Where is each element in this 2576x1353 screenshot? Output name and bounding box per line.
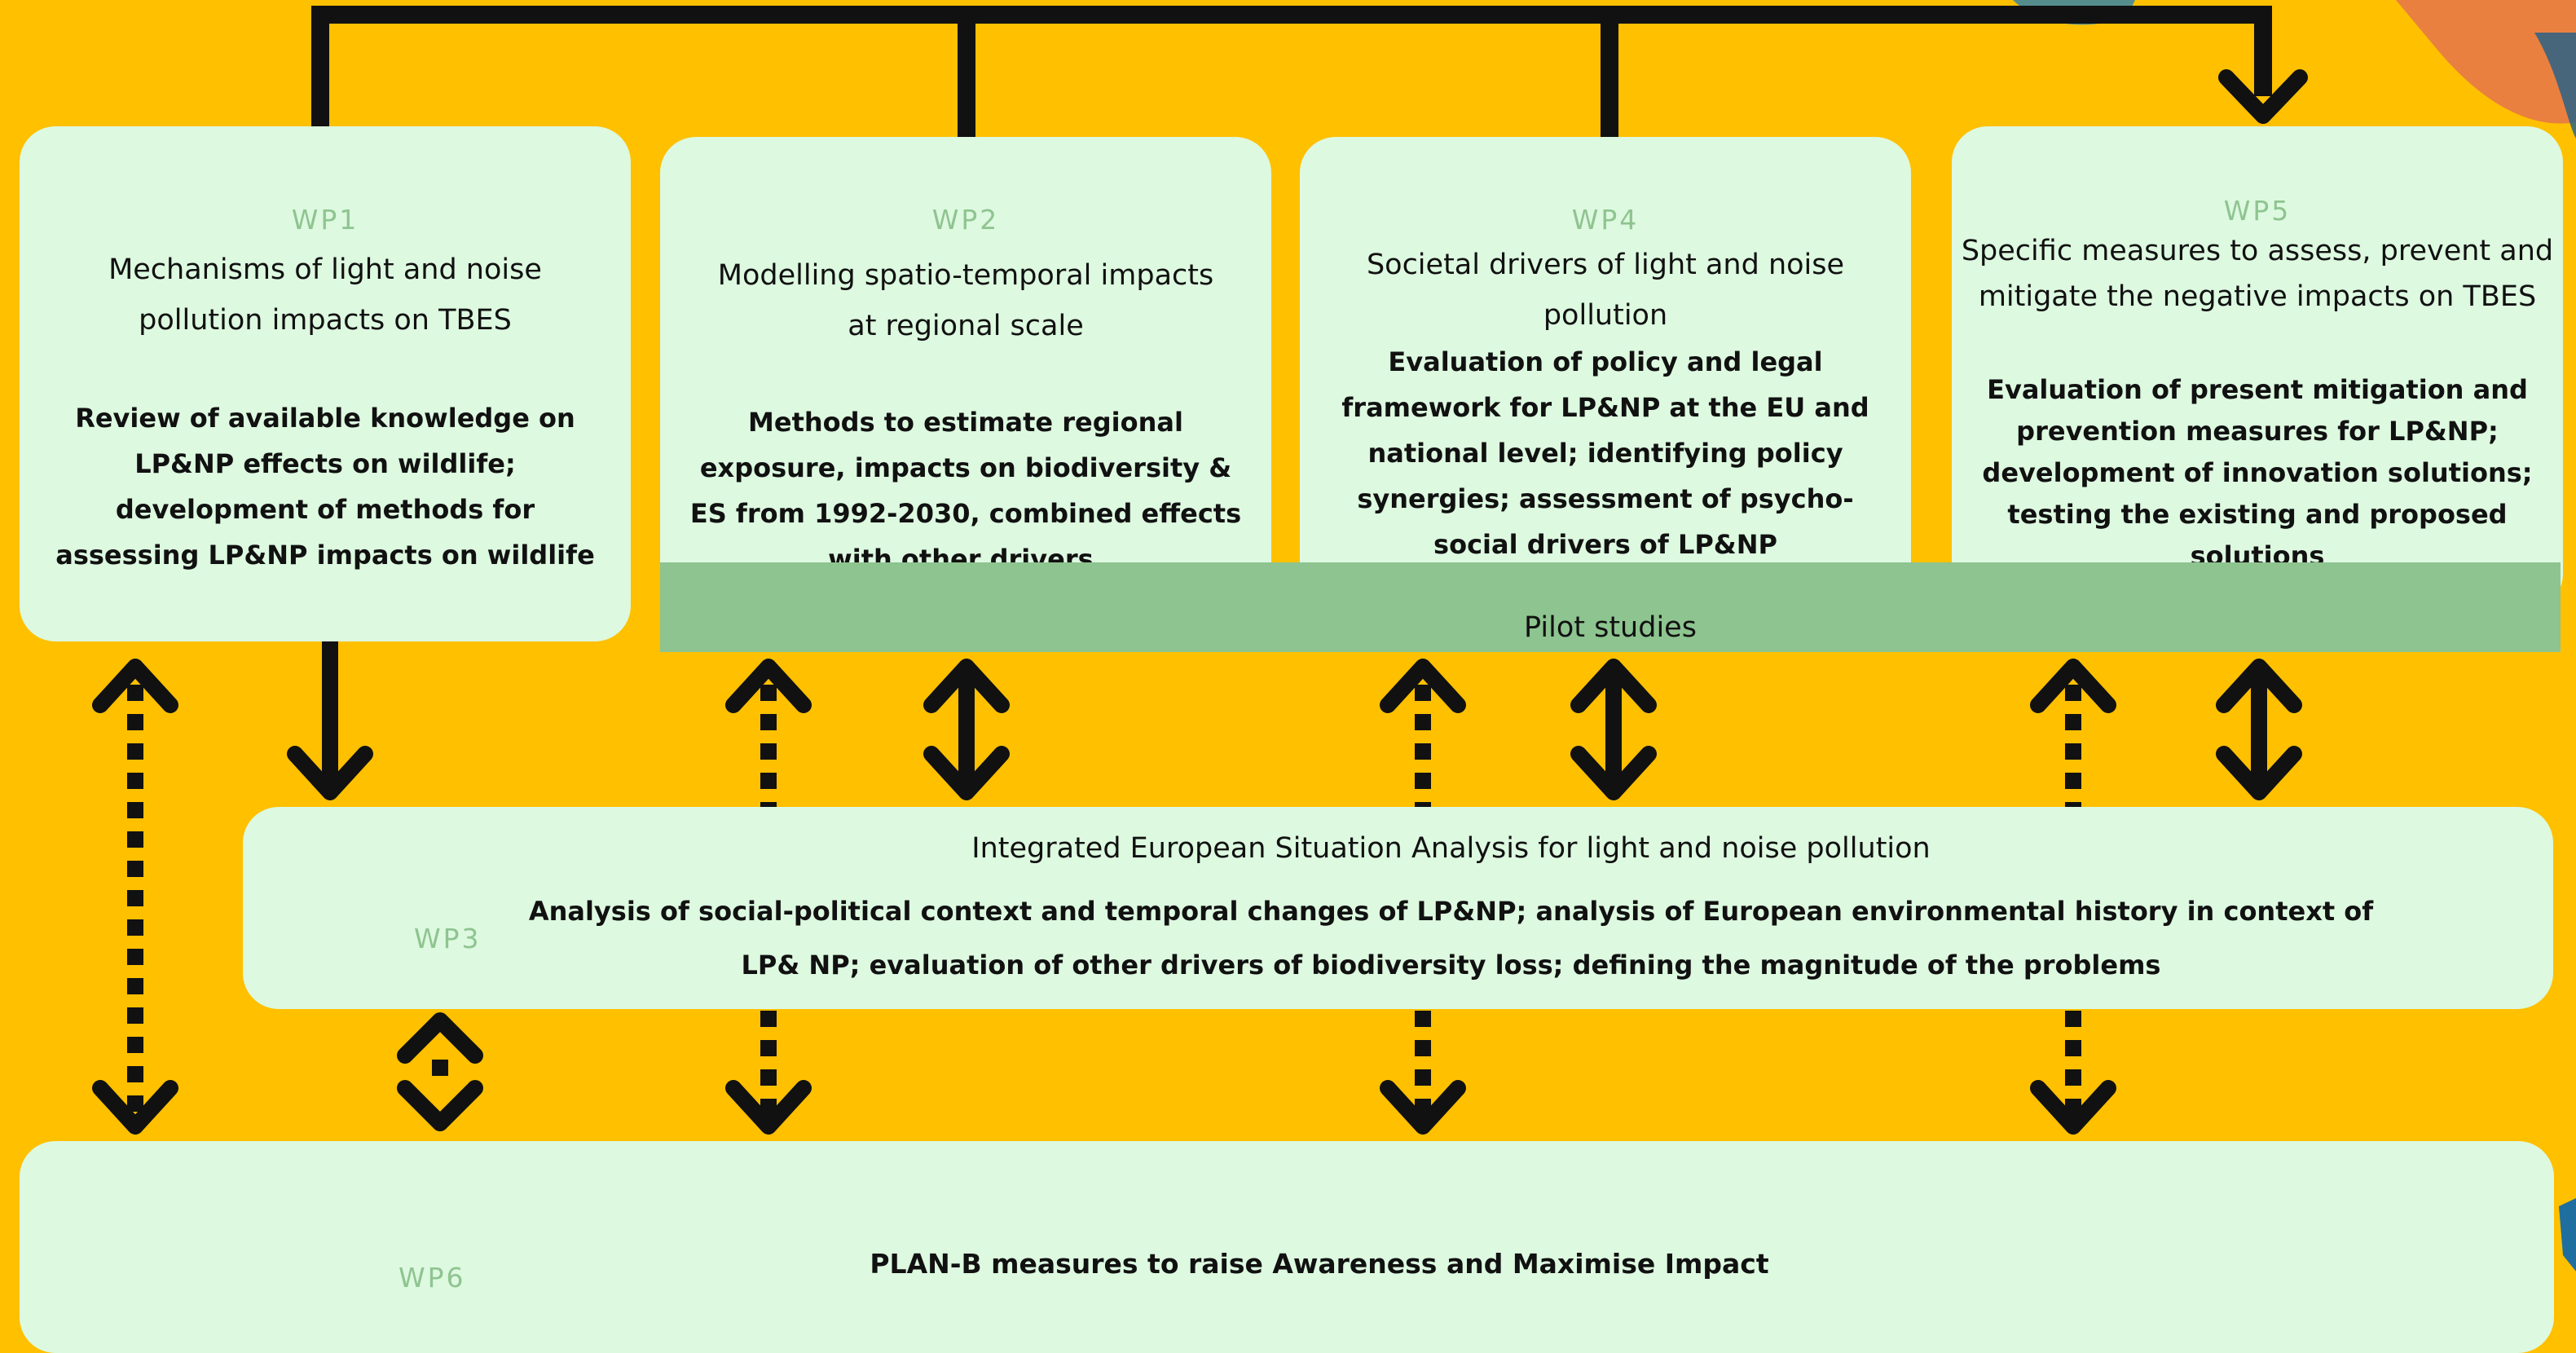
pilot-studies-label: Pilot studies [1524, 611, 1697, 644]
pilot-studies-bar: Pilot studies [660, 562, 2561, 652]
arrowhead-up-wp1-dotted [92, 659, 178, 713]
arrowhead-wp5 [2218, 69, 2308, 124]
wp5-title: Specific measures to assess, prevent and… [1961, 235, 2554, 313]
wp2-box: WP2 Modelling spatio-temporal impacts at… [660, 137, 1271, 610]
arrowhead-wp1-wp3 [287, 746, 373, 800]
wp6-box: WP6 PLAN-B measures to raise Awareness a… [20, 1141, 2554, 1353]
arrowhead-down-wp4-dotted [1380, 1080, 1466, 1135]
wp5-box: WP5 Specific measures to assess, prevent… [1952, 126, 2563, 610]
wp3-box: WP3 Integrated European Situation Analys… [243, 807, 2553, 1009]
wp2-label: WP2 [931, 204, 1000, 236]
arrowhead-up-wp2-dotted [725, 659, 812, 713]
wp4-box: WP4 Societal drivers of light and noise … [1300, 137, 1911, 610]
wp1-box: WP1 Mechanisms of light and noise pollut… [20, 126, 631, 641]
wp1-label: WP1 [291, 204, 359, 236]
arrowhead-down-wp3-wp6 [397, 1080, 483, 1131]
arrowhead-down-wp2-dotted [725, 1080, 812, 1135]
arrowhead-down-wp1-dotted [92, 1080, 178, 1135]
wp1-title: Mechanisms of light and noise pollution … [108, 253, 542, 337]
wp4-title: Societal drivers of light and noise poll… [1366, 249, 1845, 332]
wp3-description: Analysis of social-political context and… [528, 896, 2374, 981]
arrowhead-up-wp3-wp6 [397, 1012, 483, 1064]
wp1-description: Review of available knowledge on LP&NP e… [55, 403, 595, 571]
wp6-title: PLAN-B measures to raise Awareness and M… [870, 1248, 1769, 1280]
arrowhead-down-wp5-dotted [2030, 1080, 2116, 1135]
wp3-title: Integrated European Situation Analysis f… [971, 832, 1931, 865]
wp5-label: WP5 [2223, 195, 2292, 227]
wp2-title: Modelling spatio-temporal impacts at reg… [717, 259, 1214, 342]
arrowhead-up-wp4-dotted [1380, 659, 1466, 713]
arrowhead-up-wp5-dotted [2030, 659, 2116, 713]
wp5-description: Evaluation of present mitigation and pre… [1982, 374, 2533, 571]
wp4-label: WP4 [1571, 204, 1640, 236]
wp6-label: WP6 [399, 1262, 466, 1294]
top-connector-line [311, 6, 2272, 126]
wp4-description: Evaluation of policy and legal framework… [1341, 346, 1869, 560]
wp3-label: WP3 [414, 923, 482, 954]
